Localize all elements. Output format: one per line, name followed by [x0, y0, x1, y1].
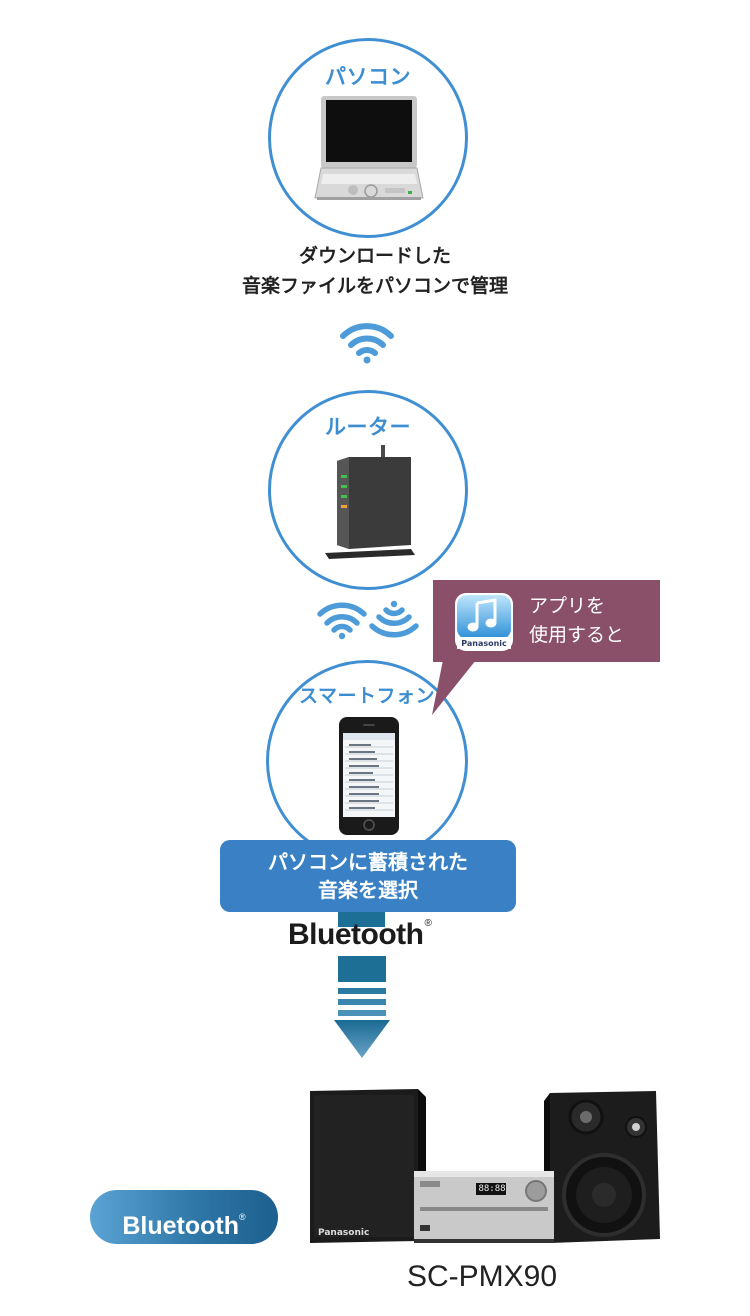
stereo-system-image	[310, 1089, 660, 1243]
smartphone-icon	[339, 717, 399, 835]
bluetooth-badge-text: Bluetooth	[122, 1212, 239, 1240]
callout-line2: 使用すると	[529, 624, 625, 646]
model-label: SC-PMX90	[406, 1260, 558, 1293]
bluetooth-badge-mark: ®	[239, 1212, 246, 1222]
pc-caption-line2: 音楽ファイルをパソコンで管理	[241, 275, 508, 297]
stereo-display: 88:88	[478, 1184, 506, 1194]
callout-pointer	[432, 655, 480, 715]
bluetooth-badge: Bluetooth®	[90, 1190, 278, 1244]
bluetooth-text: Bluetooth	[288, 918, 424, 951]
wifi-icon	[340, 323, 394, 364]
wifi-down-icon	[317, 602, 367, 640]
laptop-icon	[314, 96, 424, 200]
app-icon-label: Panasonic	[461, 639, 507, 648]
router-icon	[325, 445, 415, 559]
music-note-app-icon	[455, 593, 513, 651]
pc-circle: パソコン	[268, 38, 468, 238]
bluetooth-registered-mark: ®	[424, 918, 432, 929]
stereo-brand-label: Panasonic	[318, 1228, 370, 1238]
callout-text: アプリを 使用すると	[529, 592, 624, 650]
app-callout: Panasonic アプリを 使用すると	[433, 580, 660, 662]
callout-line1: アプリを	[529, 595, 606, 617]
info-line2: 音楽を選択	[318, 878, 418, 902]
smartphone-circle: スマートフォン	[266, 660, 468, 862]
selection-info-box: パソコンに蓄積された 音楽を選択	[220, 840, 516, 912]
router-circle: ルーター	[268, 390, 468, 590]
down-arrow-icon	[334, 956, 390, 1058]
router-title: ルーター	[325, 415, 411, 439]
info-line1: パソコンに蓄積された	[268, 850, 468, 874]
wifi-up-icon	[369, 600, 419, 638]
smartphone-title: スマートフォン	[299, 685, 435, 707]
bluetooth-label: Bluetooth®	[288, 918, 432, 952]
pc-caption-line1: ダウンロードした	[298, 245, 451, 267]
pc-title: パソコン	[325, 65, 411, 89]
